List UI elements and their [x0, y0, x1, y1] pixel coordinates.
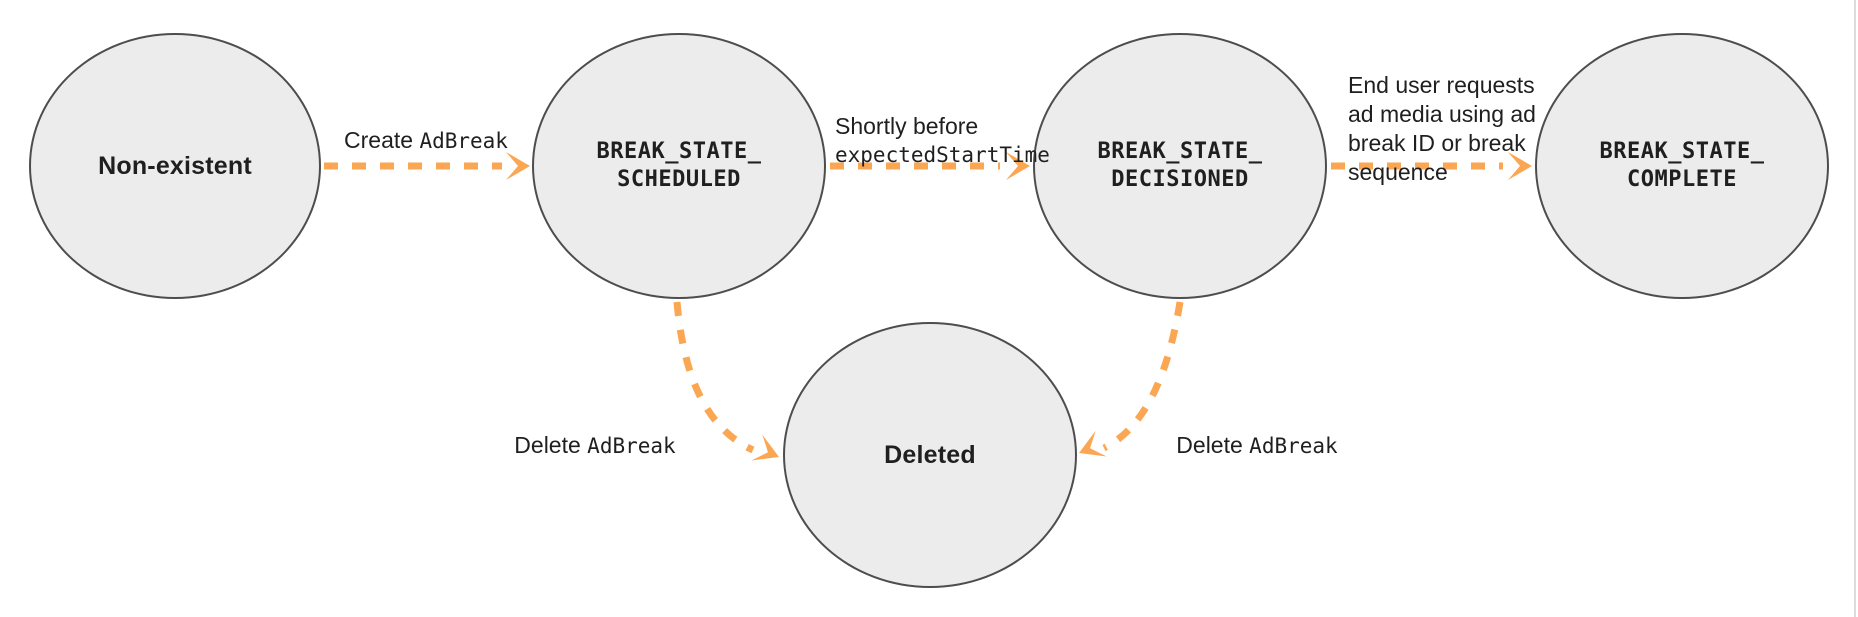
state-node-break-state-complete: BREAK_STATE_ COMPLETE	[1535, 33, 1829, 299]
edge-label-shortly-before-expectedstarttime: Shortly before expectedStartTime	[835, 84, 1075, 169]
arrowhead-icon	[1006, 152, 1030, 180]
edge-label-code: AdBreak	[587, 434, 676, 458]
state-node-label: Non-existent	[98, 152, 252, 180]
edge-label-code: expectedStartTime	[835, 143, 1050, 167]
edge-label-delete-adbreak-left: Delete AdBreak	[495, 403, 695, 460]
edge-label-end-user-requests: End user requests ad media using ad brea…	[1348, 42, 1568, 188]
arrowhead-icon	[751, 434, 779, 461]
state-node-label: BREAK_STATE_ DECISIONED	[1097, 139, 1263, 192]
edge-label-code: AdBreak	[419, 129, 508, 153]
state-node-break-state-decisioned: BREAK_STATE_ DECISIONED	[1033, 33, 1327, 299]
arrowhead-icon	[1508, 152, 1532, 180]
edge-label-text: Delete	[1176, 432, 1250, 458]
state-node-label: BREAK_STATE_ COMPLETE	[1599, 139, 1765, 192]
state-node-break-state-scheduled: BREAK_STATE_ SCHEDULED	[532, 33, 826, 299]
edge-label-delete-adbreak-right: Delete AdBreak	[1157, 403, 1357, 460]
content-edge-divider	[1854, 0, 1856, 617]
arrowhead-icon	[1079, 430, 1107, 457]
state-node-label: BREAK_STATE_ SCHEDULED	[596, 139, 762, 192]
state-node-deleted: Deleted	[783, 322, 1077, 588]
arrowhead-icon	[506, 152, 530, 180]
edge-label-create-adbreak: Create AdBreak	[326, 98, 526, 155]
edge-label-code: AdBreak	[1249, 434, 1338, 458]
edge-label-text: Create	[344, 127, 420, 153]
edge-label-text: Shortly before	[835, 113, 979, 139]
state-node-label: Deleted	[884, 441, 976, 469]
state-node-non-existent: Non-existent	[29, 33, 321, 299]
edge-label-text: End user requests ad media using ad brea…	[1348, 72, 1536, 185]
edge-label-text: Delete	[514, 432, 588, 458]
